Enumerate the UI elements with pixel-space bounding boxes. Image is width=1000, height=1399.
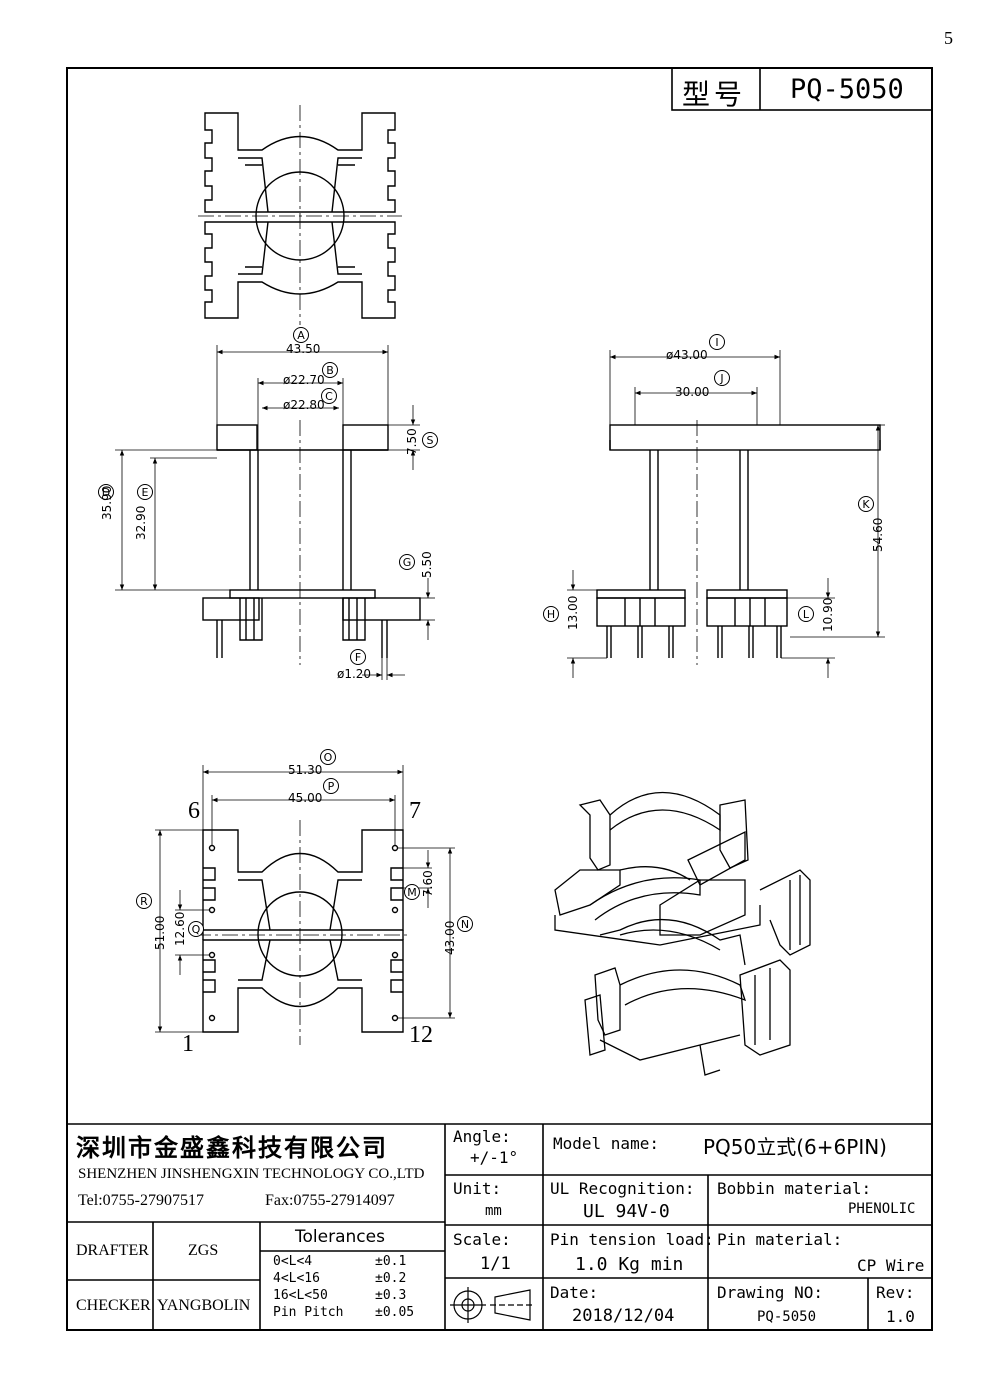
dim-D-value: 35.90 [100,485,114,520]
model-value: PQ-5050 [790,74,904,105]
company-fax: Fax:0755-27914097 [265,1192,395,1209]
dimension-marker-p: P [323,778,339,794]
ul-recognition-value: UL 94V-0 [583,1201,670,1222]
dimension-marker-g: G [399,554,415,570]
dimension-marker-l: L [798,606,814,622]
dim-G-value: 5.50 [420,551,434,578]
tolerance-value: ±0.2 [375,1271,407,1286]
dimension-marker-h: H [543,606,559,622]
pin-number-6: 6 [188,798,200,824]
scale-label: Scale: [453,1230,511,1249]
model-name-value: PQ50立式(6+6PIN) [703,1135,887,1159]
pin-number-12: 12 [409,1022,433,1048]
dim-C-value: ø22.80 [283,398,325,412]
tolerance-range: Pin Pitch [273,1305,344,1320]
date-value: 2018/12/04 [572,1306,675,1326]
side-view [567,350,885,678]
rev-value: 1.0 [886,1307,915,1326]
dimension-marker-o: O [320,749,336,765]
dim-J-value: 30.00 [675,385,710,399]
pin-number-1: 1 [182,1031,194,1057]
dimension-marker-n: N [457,916,473,932]
unit-value: mm [485,1203,502,1219]
title-block-grid [67,67,933,1330]
tolerance-value: ±0.3 [375,1288,407,1303]
drafter-label: DRAFTER [76,1242,149,1259]
dim-E-value: 32.90 [134,505,148,540]
dimension-marker-j: J [714,370,730,386]
company-name-en: SHENZHEN JINSHENGXIN TECHNOLOGY CO.,LTD [78,1166,425,1182]
dimension-marker-c: C [321,388,337,404]
dimension-marker-m: M [404,884,420,900]
projection-symbol-icon [450,1287,535,1323]
tolerance-range: 0<L<4 [273,1254,313,1269]
dimension-marker-k: K [858,496,874,512]
front-view [115,345,435,680]
tolerance-value: ±0.1 [375,1254,407,1269]
isometric-view [554,791,811,1076]
dim-R-value: 51.00 [153,915,167,950]
dim-B-value: ø22.70 [283,373,325,387]
scale-value: 1/1 [480,1254,511,1274]
angle-value: +/-1° [470,1148,519,1167]
dim-A-value: 43.50 [286,342,321,356]
dim-M-value: 7.60 [421,870,435,897]
dimension-marker-r: R [136,893,152,909]
drawing-no-label: Drawing NO: [717,1283,823,1302]
page-mark: 5 [944,28,953,48]
company-tel: Tel:0755-27907517 [78,1192,204,1209]
unit-label: Unit: [453,1179,502,1198]
model-label: 型号 [682,78,747,111]
drawing-frame [66,67,933,1331]
tolerance-value: ±0.05 [375,1305,415,1320]
dimension-marker-d: D [98,484,114,500]
bobbin-material-label: Bobbin material: [717,1179,872,1198]
tolerances-title: Tolerances [295,1227,385,1247]
checker-value: YANGBOLIN [157,1297,251,1314]
dimension-marker-e: E [137,484,153,500]
dim-F-value: ø1.20 [337,667,372,681]
pin-tension-value: 1.0 Kg min [575,1254,684,1275]
checker-label: CHECKER [76,1297,151,1314]
angle-label: Angle: [453,1127,511,1146]
date-label: Date: [550,1283,599,1302]
model-name-label: Model name: [553,1134,659,1153]
rev-label: Rev: [876,1283,915,1302]
drawing-no-value: PQ-5050 [757,1309,817,1325]
top-view [198,105,402,325]
dim-Q-value: 12.60 [173,911,187,946]
dim-H-value: 13.00 [566,595,580,630]
company-name-cn: 深圳市金盛鑫科技有限公司 [76,1134,388,1162]
dim-O-value: 51.30 [288,763,323,777]
dim-N-value: 43.00 [443,920,457,955]
bottom-view [155,765,455,1045]
dim-I-value: ø43.00 [666,348,708,362]
dim-L-value: 10.90 [821,597,835,632]
dimension-marker-f: F [350,649,366,665]
dim-S-value: 7.50 [405,428,419,455]
pin-material-label: Pin material: [717,1230,843,1249]
pin-material-value: CP Wire [857,1256,925,1275]
dimension-marker-i: I [709,334,725,350]
tolerance-range: 4<L<16 [273,1271,320,1286]
pin-tension-label: Pin tension load: [550,1230,714,1249]
dim-K-value: 54.60 [871,517,885,552]
ul-recognition-label: UL Recognition: [550,1179,695,1198]
dim-P-value: 45.00 [288,791,323,805]
drafter-value: ZGS [188,1242,219,1259]
pin-number-7: 7 [409,798,421,824]
dimension-marker-s: S [422,432,438,448]
tolerance-range: 16<L<50 [273,1288,328,1303]
dimension-marker-q: Q [188,921,204,937]
dimension-marker-a: A [293,327,309,343]
dimension-marker-b: B [322,362,338,378]
bobbin-material-value: PHENOLIC [848,1201,916,1217]
